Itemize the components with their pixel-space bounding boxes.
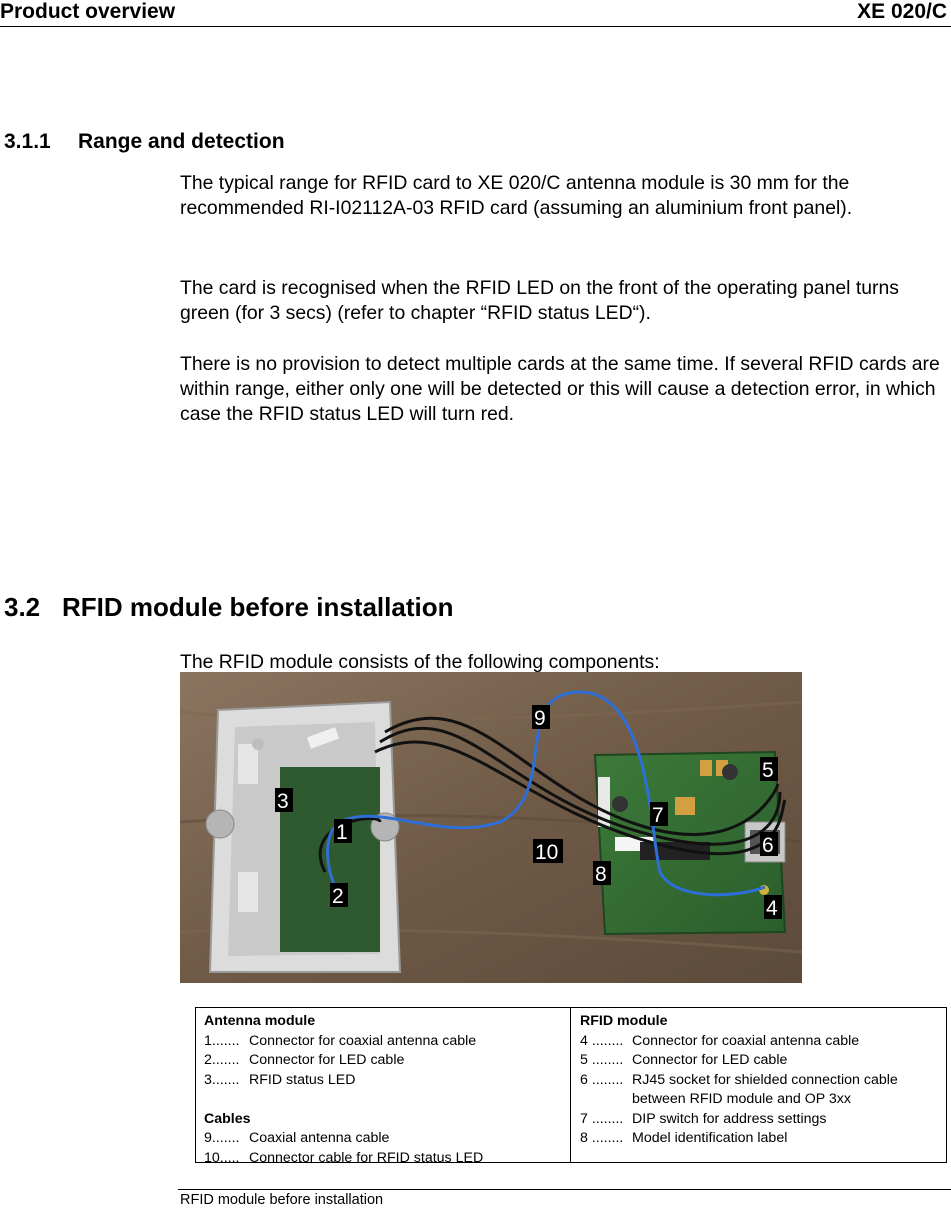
svg-text:4: 4 <box>766 897 778 920</box>
component-legend: Antenna module 1.......Connector for coa… <box>195 1007 947 1166</box>
svg-text:6: 6 <box>762 834 774 857</box>
svg-text:9: 9 <box>534 707 546 730</box>
legend-item: 5 ........Connector for LED cable <box>580 1052 788 1068</box>
svg-text:3: 3 <box>277 790 289 813</box>
running-header-model: XE 020/C <box>857 0 947 23</box>
legend-item: 2.......Connector for LED cable <box>204 1052 405 1068</box>
legend-heading-rfid: RFID module <box>580 1013 668 1029</box>
callout-7: 7 <box>650 802 668 827</box>
callout-4: 4 <box>764 895 782 920</box>
legend-item: 10.....Connector cable for RFID status L… <box>204 1149 484 1166</box>
legend-item: 8 ........Model identification label <box>580 1130 788 1146</box>
paragraph-recognition: The card is recognised when the RFID LED… <box>180 277 899 324</box>
legend-heading-cables: Cables <box>204 1110 251 1127</box>
antenna-housing <box>205 700 402 973</box>
legend-item: 4 ........Connector for coaxial antenna … <box>580 1032 860 1049</box>
legend-divider <box>570 1008 571 1162</box>
callout-6: 6 <box>760 832 778 857</box>
legend-heading-antenna: Antenna module <box>204 1013 316 1029</box>
figure-caption: RFID module before installation <box>180 1192 384 1208</box>
callout-3: 3 <box>275 788 293 813</box>
paragraph-multiple-cards: There is no provision to detect multiple… <box>180 353 940 425</box>
callout-5: 5 <box>760 757 778 782</box>
svg-text:8: 8 <box>595 863 607 886</box>
paragraph-components-intro: The RFID module consists of the followin… <box>180 651 660 673</box>
legend-item: 1.......Connector for coaxial antenna ca… <box>204 1032 477 1049</box>
legend-item: 7 ........DIP switch for address setting… <box>580 1110 827 1127</box>
caption-rule <box>178 1189 951 1190</box>
legend-column-antenna: Antenna module 1.......Connector for coa… <box>204 1012 564 1168</box>
legend-item: 6 ........RJ45 socket for shielded conne… <box>580 1071 898 1108</box>
rfid-module-photo: 1 2 3 4 5 6 7 8 9 10 <box>180 672 802 983</box>
section-number: 3.1.1 <box>4 130 51 153</box>
callout-1: 1 <box>334 819 352 844</box>
svg-text:10: 10 <box>535 841 558 864</box>
svg-text:1: 1 <box>336 821 348 844</box>
callout-2: 2 <box>330 883 348 908</box>
callout-8: 8 <box>593 861 611 886</box>
legend-item: 9.......Coaxial antenna cable <box>204 1130 390 1146</box>
svg-text:5: 5 <box>762 759 774 782</box>
callout-10: 10 <box>533 839 563 864</box>
legend-column-rfid: RFID module 4 ........Connector for coax… <box>580 1012 944 1149</box>
section-number: 3.2 <box>4 592 41 622</box>
header-rule <box>0 26 951 27</box>
callout-9: 9 <box>532 705 550 730</box>
section-title: RFID module before installation <box>62 592 454 622</box>
svg-text:2: 2 <box>332 885 344 908</box>
legend-item: 3.......RFID status LED <box>204 1071 356 1088</box>
running-header-title: Product overview <box>0 0 176 23</box>
section-title: Range and detection <box>78 130 285 153</box>
cables <box>318 690 787 899</box>
svg-text:7: 7 <box>652 804 664 827</box>
paragraph-range: The typical range for RFID card to XE 02… <box>180 172 853 219</box>
